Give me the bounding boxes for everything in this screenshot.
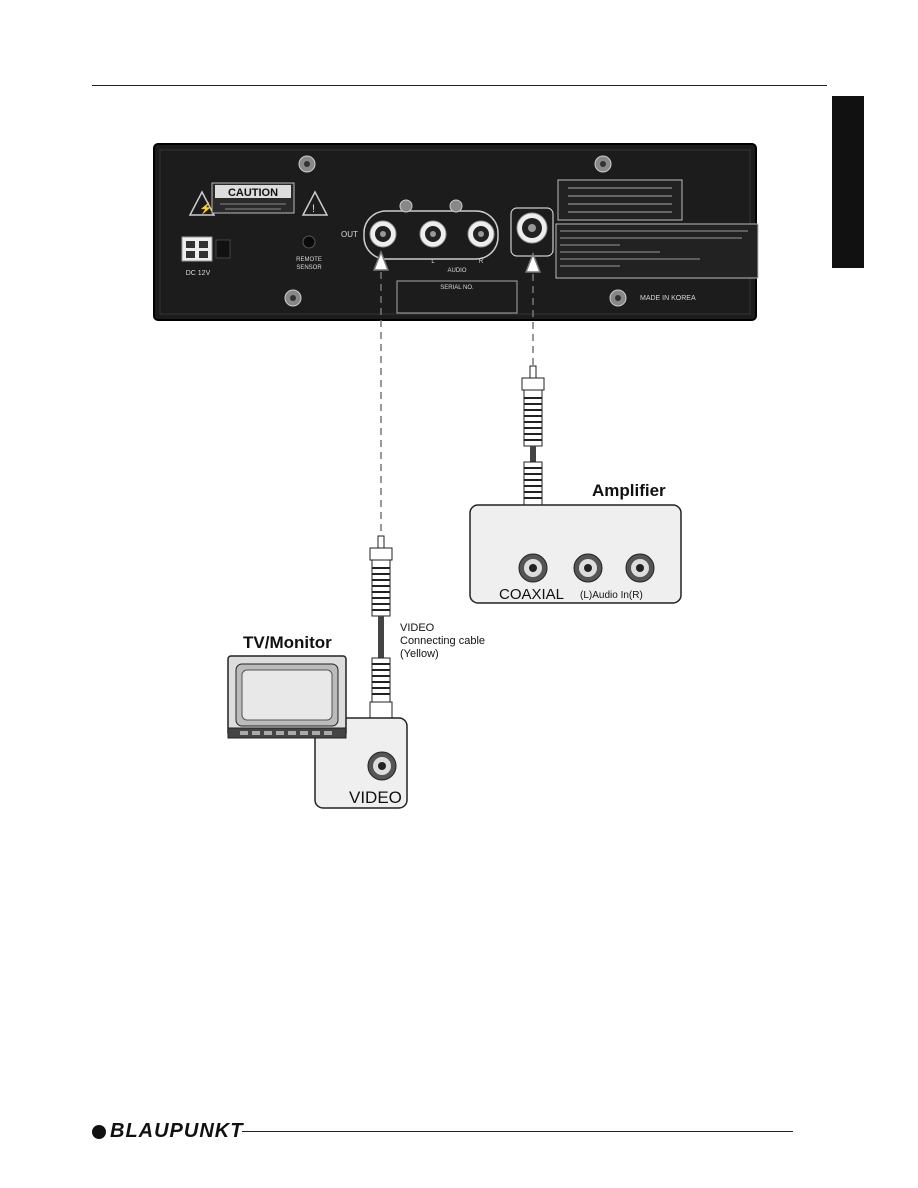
screw-icon xyxy=(594,155,612,173)
out-label: OUT xyxy=(341,230,358,239)
dc-label: DC 12V xyxy=(186,270,211,277)
audio-in-l-jack xyxy=(573,553,603,583)
brand-logo-icon xyxy=(92,1125,106,1139)
screw-icon xyxy=(284,289,302,307)
arrow-up-icon xyxy=(524,251,542,273)
remote-label-1: REMOTE xyxy=(296,257,322,263)
dc-power-connector xyxy=(181,236,231,262)
remote-sensor-icon xyxy=(302,235,316,249)
dolby-notice-label xyxy=(555,223,759,279)
brand-logo: BLAUPUNKT xyxy=(110,1120,244,1142)
serial-label: SERIAL NO. xyxy=(440,285,474,291)
audio-l-jack xyxy=(419,220,447,248)
cable-label-line2: Connecting cable xyxy=(400,635,485,647)
screw-icon xyxy=(609,289,627,307)
tv-monitor-icon xyxy=(227,655,347,739)
amplifier-box xyxy=(469,504,682,604)
svg-text:⚡: ⚡ xyxy=(199,202,213,215)
exclamation-triangle-icon: ! xyxy=(301,190,329,216)
device-rear-panel: ⚡ CAUTION ! DC 12V REMOTE SENSOR OUT xyxy=(153,143,759,321)
made-in-label: MADE IN KOREA xyxy=(640,295,696,302)
audio-r-jack xyxy=(467,220,495,248)
warning-triangle-icon: ⚡ xyxy=(188,190,216,216)
tv-input-box xyxy=(314,717,408,809)
amplifier-title: Amplifier xyxy=(592,481,666,500)
audio-r-label: R xyxy=(479,259,484,265)
out-jack-group xyxy=(363,210,499,260)
coaxial-in-jack xyxy=(518,553,548,583)
video-in-jack xyxy=(367,751,397,781)
video-out-jack xyxy=(369,220,397,248)
video-cable xyxy=(369,535,393,743)
tv-video-label: VIDEO xyxy=(349,788,402,807)
serial-box xyxy=(396,280,518,314)
footer-rule xyxy=(242,1131,793,1132)
section-tab xyxy=(832,96,864,268)
top-rule xyxy=(92,85,827,86)
cable-label-line1: VIDEO xyxy=(400,622,435,634)
screw-icon xyxy=(298,155,316,173)
remote-label-2: SENSOR xyxy=(296,265,322,271)
audio-l-label: L xyxy=(431,259,435,265)
digital-out-jack xyxy=(510,207,554,257)
caution-text: CAUTION xyxy=(228,187,278,199)
ground-icon xyxy=(449,199,463,213)
arrow-up-icon xyxy=(372,249,390,271)
audio-label: AUDIO xyxy=(447,268,466,274)
audio-in-r-jack xyxy=(625,553,655,583)
laser-label xyxy=(557,179,683,221)
tv-title: TV/Monitor xyxy=(243,633,332,652)
ground-icon xyxy=(399,199,413,213)
svg-text:!: ! xyxy=(312,203,315,215)
amplifier-audio-in-label: (L)Audio In(R) xyxy=(580,590,643,601)
amplifier-coaxial-label: COAXIAL xyxy=(499,586,564,603)
cable-label-line3: (Yellow) xyxy=(400,648,439,660)
